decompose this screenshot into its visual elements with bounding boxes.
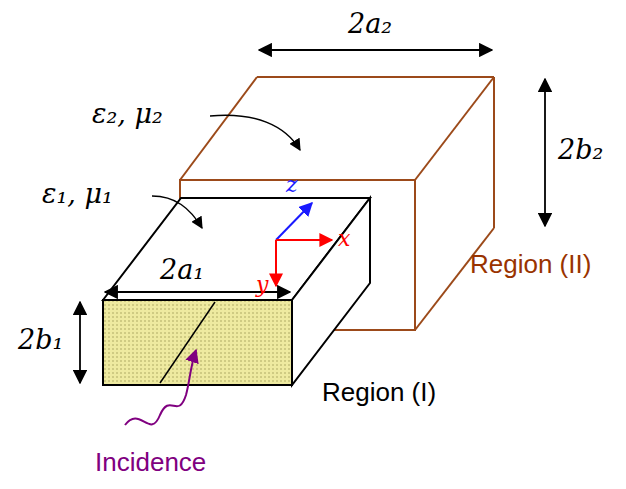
dimension-label: 2a₁: [160, 254, 204, 285]
material-label: ε₂, μ₂: [92, 98, 163, 129]
region-i-box: [103, 198, 370, 385]
leader-arrows: [152, 115, 300, 228]
region-label: Region (II): [470, 250, 591, 280]
axis-label: x: [338, 226, 350, 251]
dimension-label: 2b₁: [18, 324, 63, 355]
dimension-label: 2a₂: [348, 8, 392, 39]
dimension-label: 2b₂: [558, 134, 603, 165]
axis-label: y: [256, 272, 268, 297]
coordinate-axes: [276, 203, 332, 286]
dimension-arrows: [80, 50, 545, 383]
axis-label: z: [286, 172, 298, 197]
incidence-wave: [125, 350, 196, 425]
material-label: ε₁, μ₁: [42, 178, 113, 209]
incidence-label: Incidence: [95, 448, 206, 478]
region-label: Region (I): [322, 378, 436, 408]
